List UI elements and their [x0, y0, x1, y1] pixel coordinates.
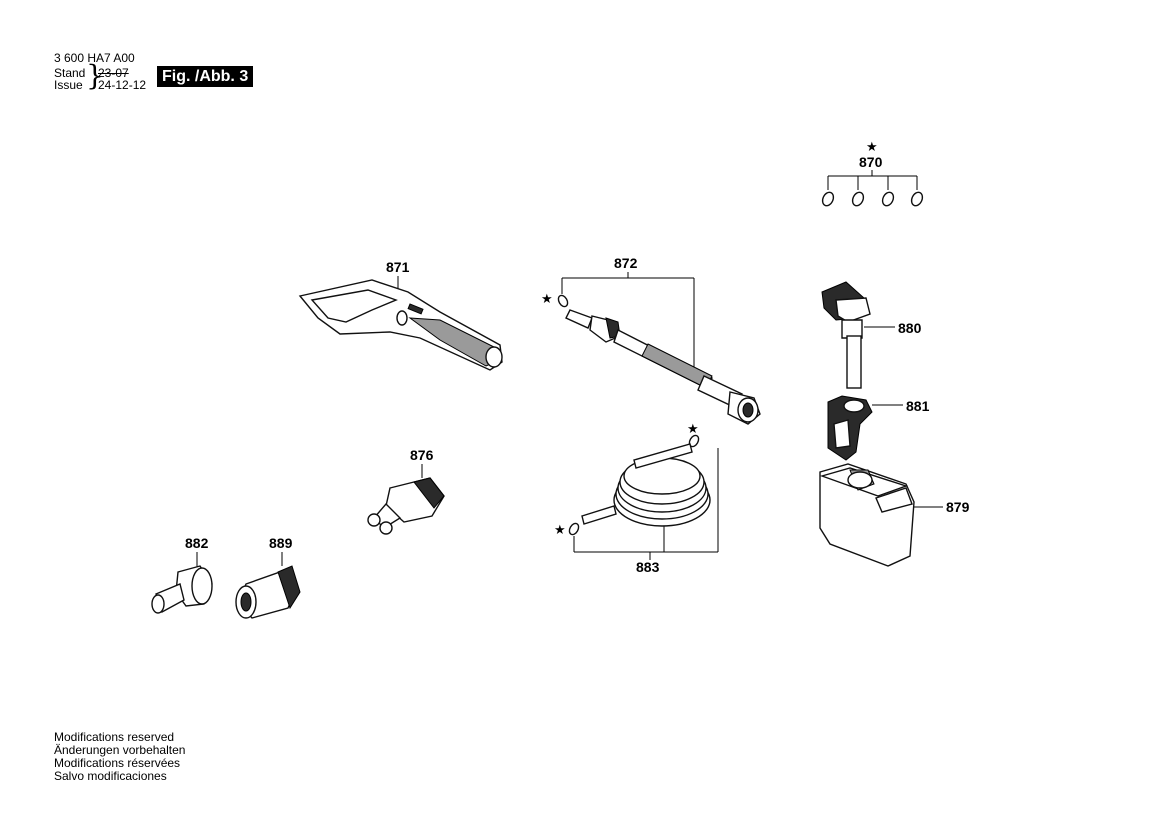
marker-870: ★ — [866, 139, 878, 154]
marker-872: ★ — [541, 291, 553, 306]
label-882: 882 — [185, 535, 209, 551]
label-889: 889 — [269, 535, 293, 551]
label-881: 881 — [906, 398, 930, 414]
part-882-connector — [151, 552, 213, 614]
part-879-detergent-tank — [819, 463, 943, 567]
label-870: 870 — [859, 154, 883, 170]
marker-883-top: ★ — [687, 421, 699, 436]
marker-883-bottom: ★ — [554, 522, 566, 537]
issue-label: Issue — [54, 78, 83, 92]
figure-tag: Fig. /Abb. 3 — [157, 66, 254, 87]
footer-line-en: Modifications reserved — [54, 730, 175, 744]
footer-line-de: Änderungen vorbehalten — [54, 743, 186, 757]
part-880-adapter — [821, 281, 895, 389]
issue-date: 24-12-12 — [98, 78, 147, 92]
footer-line-fr: Modifications réservées — [54, 756, 181, 770]
part-876-nozzle — [367, 464, 445, 535]
label-883: 883 — [636, 559, 660, 575]
part-872-lance — [557, 272, 761, 425]
footer-line-es: Salvo modificaciones — [54, 769, 167, 783]
part-883-hose — [568, 434, 719, 560]
label-880: 880 — [898, 320, 922, 336]
stand-date: 23-07 — [98, 66, 129, 80]
label-876: 876 — [410, 447, 434, 463]
footer-notice: Modifications reserved Änderungen vorbeh… — [54, 731, 185, 783]
part-870-orings — [821, 170, 924, 207]
label-879: 879 — [946, 499, 970, 515]
stand-label: Stand — [54, 66, 86, 80]
part-889-coupling — [235, 552, 301, 619]
label-872: 872 — [614, 255, 638, 271]
part-881-clamp — [827, 395, 903, 461]
brace-glyph: } — [86, 59, 104, 92]
document-number: 3 600 HA7 A00 — [54, 51, 135, 65]
label-871: 871 — [386, 259, 410, 275]
part-871-trigger-gun — [298, 276, 503, 371]
